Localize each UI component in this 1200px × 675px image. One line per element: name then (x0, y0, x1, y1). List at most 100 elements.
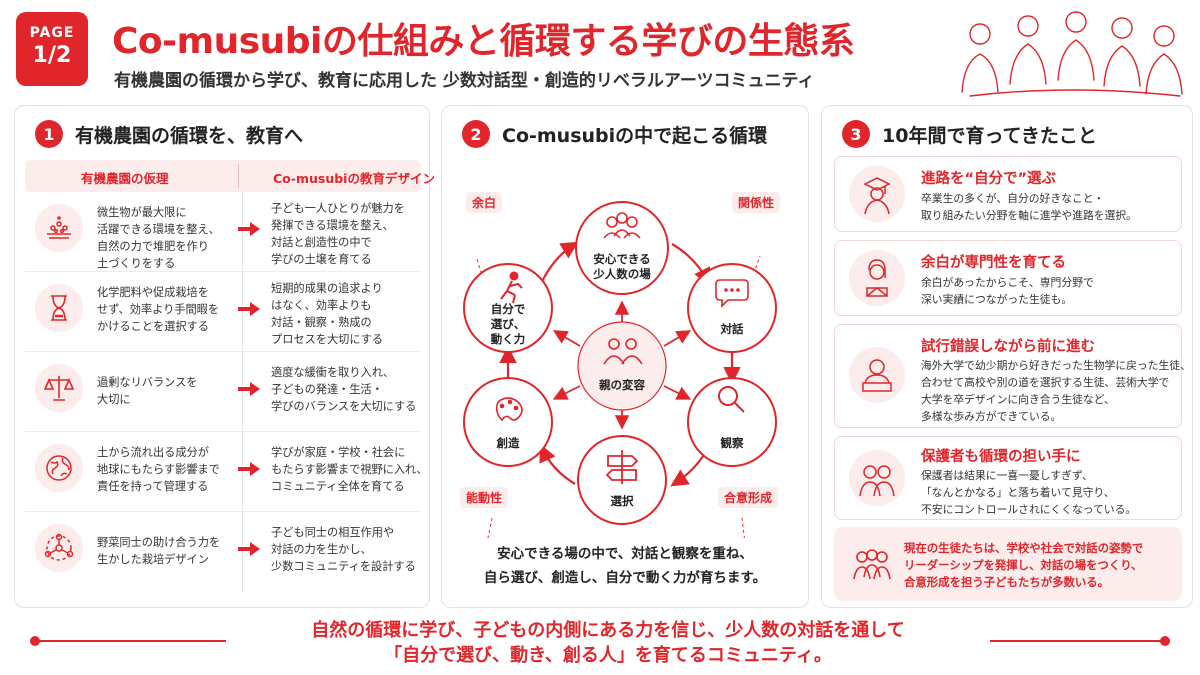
education-design-text: 適度な緩衝を取り入れ、子どもの発達・生活・学びのバランスを大切にする (271, 366, 417, 413)
section3-heading: 3 10年間で育ってきたこと (842, 120, 1097, 148)
section3-number: 3 (842, 120, 870, 148)
signpost-icon (605, 450, 639, 484)
farm-principle-text: 土から流れ出る成分が地球にもたらす影響まで責任を持って管理する (97, 446, 220, 493)
tag-relationship: 関係性 (732, 192, 781, 213)
farm-principle-text: 野菜同士の助け合う力を生かした栽培デザイン (97, 536, 221, 566)
soil-microbes-icon (35, 204, 83, 252)
arrow-right-icon (238, 542, 260, 556)
education-design-text: 子ども同士の相互作用や対話の力を生かし、少数コミュニティを設計する (271, 526, 416, 573)
section2-number: 2 (462, 120, 490, 148)
outcome-card: 進路を“自分で”選ぶ 卒業生の多くが、自分の好きなこと・取り組みたい分野を軸に進… (834, 156, 1182, 232)
reading-girl-icon (849, 250, 905, 306)
cycle-caption: 安心できる場の中で、対話と観察を重ね、 自ら選び、創造し、自分で動く力が育ちます… (483, 546, 767, 586)
palette-icon (495, 397, 523, 422)
cycle-arrow (537, 241, 579, 289)
card-title: 余白が専門性を育てる (921, 255, 1066, 271)
center-arrow (552, 330, 581, 347)
footer-rule-left (36, 640, 226, 642)
farm-principle-text: 微生物が最大限に活躍できる環境を整え、自然の力で堆肥を作り土づくりをする (97, 206, 220, 270)
hourglass-icon (35, 284, 83, 332)
card-body: 海外大学で幼少期から好きだった生物学に戻った生徒、合わせて高校や別の道を選択する… (921, 359, 1191, 423)
card-body: 卒業生の多くが、自分の好きなこと・取り組みたい分野を軸に進学や進路を選択。 (921, 192, 1137, 222)
node-label-self-drive: 自分で選び、動く力 (490, 302, 526, 346)
table-row: 化学肥料や促成栽培をせず、効率より手間暇をかけることを選択する 短期的成果の追求… (25, 272, 421, 352)
cycle-arrow (539, 443, 576, 485)
section1-heading: 1 有機農園の循環を、教育へ (35, 120, 303, 148)
node-safe-space (575, 201, 669, 295)
card-title: 進路を“自分で”選ぶ (921, 171, 1057, 187)
farm-principle-text: 過剰なリバランスを大切に (97, 376, 198, 406)
outcome-card: 試行錯誤しながら前に進む 海外大学で幼少期から好きだった生物学に戻った生徒、合わ… (834, 324, 1191, 428)
column-divider (242, 192, 243, 592)
tag-margin: 余白 (466, 192, 503, 213)
col-header-education-design: Co-musubiの教育デザイン (273, 171, 435, 186)
earth-icon (35, 444, 83, 492)
cycle-diagram (463, 201, 777, 538)
center-arrow (663, 385, 692, 400)
section-organic-farm: 1 有機農園の循環を、教育へ 有機農園の仮理 Co-musubiの教育デザイン … (14, 105, 435, 608)
table-row: 土から流れ出る成分が地球にもたらす影響まで責任を持って管理する 学びが家庭・学校… (25, 432, 428, 512)
arrow-right-icon (238, 462, 260, 476)
header-divider (238, 164, 239, 188)
page-label: PAGE (29, 25, 75, 41)
node-label-dialogue: 対話 (720, 322, 744, 336)
summary-text: 現在の生徒たちは、学校や社会で対話の姿勢でリーダーシップを発揮し、対話の場をつく… (904, 541, 1144, 589)
card-body: 余白があったからこそ、専門分野で深い実績につながった生徒も。 (921, 276, 1094, 306)
node-label-observation: 観察 (720, 436, 744, 450)
page-subtitle: 有機農園の循環から学び、教育に応用した 少数対話型・創造的リベラルアーツコミュニ… (114, 71, 815, 91)
tag-consensus: 合意形成 (718, 487, 779, 508)
graduate-icon (849, 166, 905, 222)
current-students-summary: 現在の生徒たちは、学校や社会で対話の姿勢でリーダーシップを発揮し、対話の場をつく… (834, 527, 1182, 601)
section-ten-years: 3 10年間で育ってきたこと 進路を“自分で”選ぶ 卒業生の多くが、自分の好きな… (821, 105, 1193, 608)
page-badge: PAGE 1/2 (16, 12, 88, 86)
section-learning-cycle: 2 Co-musubiの中で起こる循環 (441, 105, 809, 608)
table-row: 野菜同士の助け合う力を生かした栽培デザイン 子ども同士の相互作用や対話の力を生か… (25, 512, 421, 592)
col-header-farm-principle: 有機農園の仮理 (81, 171, 169, 186)
card-body: 保護者は結果に一喜一憂しすぎず、「なんとかなる」と落ち着いて見守り、不安にコント… (921, 469, 1137, 516)
node-label-parent-change: 親の変容 (599, 378, 645, 392)
arrow-right-icon (238, 382, 260, 396)
section1-title: 有機農園の循環を、教育へ (75, 124, 304, 147)
comparison-table-header: 有機農園の仮理 Co-musubiの教育デザイン (25, 160, 435, 192)
balance-scale-icon (35, 364, 83, 412)
section2-heading: 2 Co-musubiの中で起こる循環 (462, 120, 767, 148)
footer-message: 自然の循環に学び、子どもの内側にある力を信じ、少人数の対話を通して 「自分で選び… (311, 620, 905, 666)
education-design-text: 子ども一人ひとりが魅力を発揮できる環境を整え、対話と創造性の中で学びの土壌を育て… (271, 202, 405, 266)
farm-principle-text: 化学肥料や促成栽培をせず、効率より手間暇をかけることを選択する (97, 286, 220, 333)
running-person-icon (500, 271, 523, 304)
arrow-right-icon (238, 222, 260, 236)
tag-connector (487, 517, 493, 538)
laptop-student-icon (849, 347, 905, 403)
node-parent-change (577, 321, 667, 411)
node-label-safe-space: 安心できる少人数の場 (593, 252, 651, 281)
table-row: 微生物が最大限に活躍できる環境を整え、自然の力で堆肥を作り土づくりをする 子ども… (25, 192, 421, 272)
node-label-choice: 選択 (610, 494, 634, 508)
outcome-card: 保護者も循環の担い手に 保護者は結果に一喜一憂しすぎず、「なんとかなる」と落ち着… (834, 436, 1182, 520)
parents-pair-icon (603, 338, 643, 365)
section2-title: Co-musubiの中で起こる循環 (502, 124, 768, 147)
tag-initiative: 能動性 (460, 487, 509, 508)
card-title: 保護者も循環の担い手に (921, 449, 1081, 465)
page-title: Co-musubiの仕組みと循環する学びの生態系 (112, 21, 855, 62)
node-dialogue (687, 263, 777, 353)
footer-dot-left (30, 636, 40, 646)
education-design-text: 短期的成果の追求よりはなく、効率よりも対話・観察・熟成のプロセスを大切にする (271, 282, 383, 346)
footer-rule-right (990, 640, 1164, 642)
node-label-creation: 創造 (496, 436, 520, 450)
section1-number: 1 (35, 120, 63, 148)
magnifier-icon (718, 386, 745, 413)
arrow-right-icon (238, 302, 260, 316)
footer-dot-right (1160, 636, 1170, 646)
children-circle-illustration (961, 11, 1183, 97)
table-row: 過剰なリバランスを大切に 適度な緩衝を取り入れ、子どもの発達・生活・学びのバラン… (25, 352, 421, 432)
node-observation (687, 377, 777, 467)
speech-bubble-icon (715, 279, 749, 308)
center-arrow (552, 385, 581, 400)
education-design-text: 学びが家庭・学校・社会にもたらす影響まで視野に入れ、コミュニティ全体を育てる (271, 446, 428, 493)
node-self-drive (463, 263, 553, 353)
node-creation (463, 377, 553, 467)
section3-title: 10年間で育ってきたこと (882, 124, 1097, 147)
outcome-card: 余白が専門性を育てる 余白があったからこそ、専門分野で深い実績につながった生徒も… (834, 240, 1182, 316)
page-number: 1/2 (32, 43, 72, 68)
card-title: 試行錯誤しながら前に進む (921, 339, 1095, 355)
